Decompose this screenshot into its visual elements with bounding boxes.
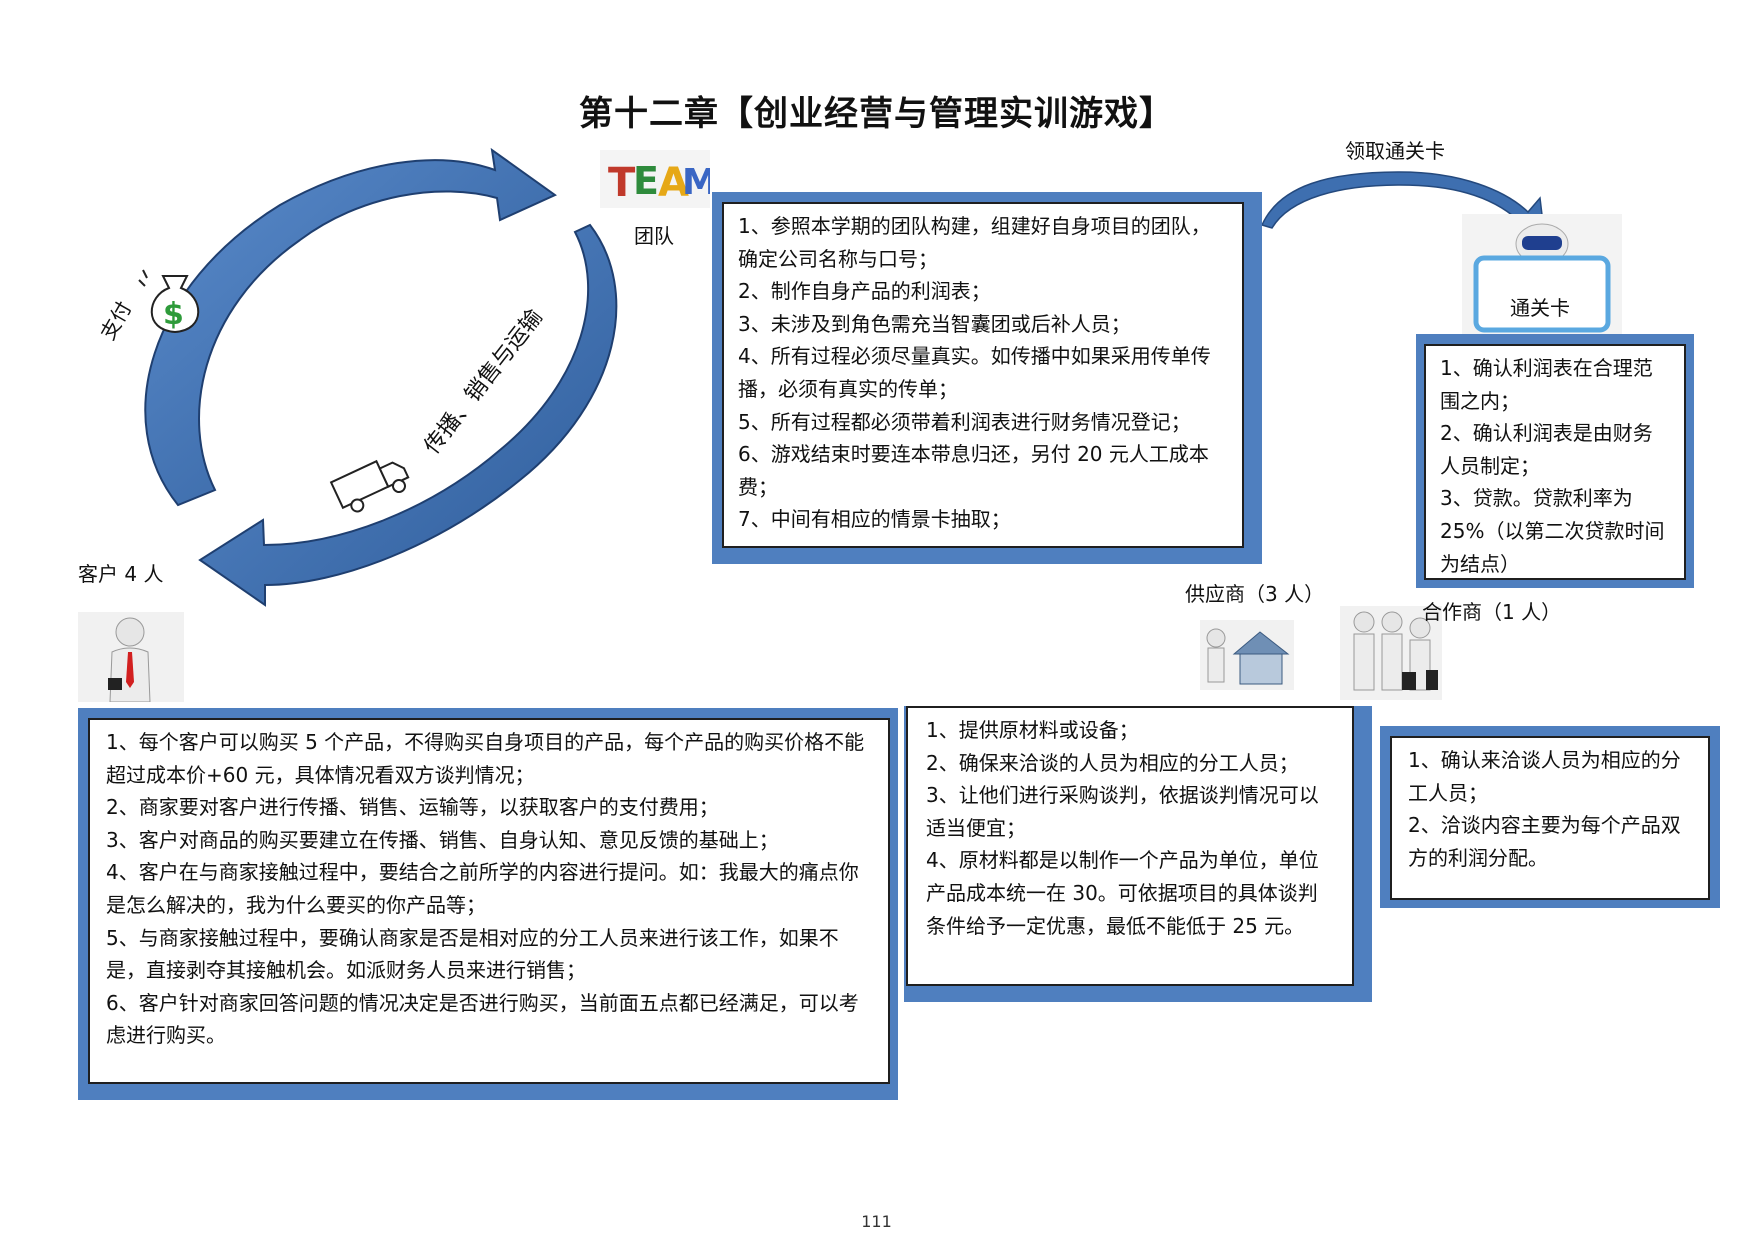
team-rules-box: 1、参照本学期的团队构建，组建好自身项目的团队，确定公司名称与口号； 2、制作自…: [722, 202, 1244, 548]
pass-rule-item: 1、确认利润表在合理范围之内；: [1440, 356, 1653, 413]
customer-rule-item: 3、客户对商品的购买要建立在传播、销售、自身认知、意见反馈的基础上；: [106, 827, 779, 852]
svg-text:$: $: [163, 297, 184, 332]
supplier-rule-item: 4、原材料都是以制作一个产品为单位，单位产品成本统一在 30。可依据项目的具体谈…: [926, 848, 1319, 938]
team-rule-item: 3、未涉及到角色需充当智囊团或后补人员；: [738, 311, 1131, 336]
supplier-rule-item: 1、提供原材料或设备；: [926, 718, 1139, 742]
supplier-rules-panel: 1、提供原材料或设备； 2、确保来洽谈的人员为相应的分工人员； 3、让他们进行采…: [904, 706, 1372, 1002]
pass-rules-panel: 1、确认利润表在合理范围之内； 2、确认利润表是由财务人员制定； 3、贷款。贷款…: [1416, 334, 1694, 588]
partner-rules-box: 1、确认来洽谈人员为相应的分工人员； 2、洽谈内容主要为每个产品双方的利润分配。: [1390, 736, 1710, 900]
customer-rules-panel: 1、每个客户可以购买 5 个产品，不得购买自身项目的产品，每个产品的购买价格不能…: [78, 708, 898, 1100]
supplier-rule-item: 3、让他们进行采购谈判，依据谈判情况可以适当便宜；: [926, 783, 1319, 840]
customer-rule-item: 6、客户针对商家回答问题的情况决定是否进行购买，当前面五点都已经满足，可以考虑进…: [106, 990, 859, 1048]
supplier-rules-box: 1、提供原材料或设备； 2、确保来洽谈的人员为相应的分工人员； 3、让他们进行采…: [906, 706, 1354, 986]
page-title: 第十二章【创业经营与管理实训游戏】: [579, 94, 1174, 134]
businessman-icon: [108, 617, 151, 703]
team-rule-item: 1、参照本学期的团队构建，组建好自身项目的团队，确定公司名称与口号；: [738, 214, 1211, 271]
team-letters-icon: T E A M: [608, 159, 718, 206]
customer-rule-item: 4、客户在与商家接触过程中，要结合之前所学的内容进行提问。如：我最大的痛点你是怎…: [106, 860, 859, 917]
pass-card-label: 通关卡: [1510, 296, 1570, 320]
partner-figure-box: [1340, 606, 1442, 700]
pass-rule-item: 2、确认利润表是由财务人员制定；: [1440, 421, 1653, 478]
team-label: 团队: [634, 224, 674, 248]
partner-label: 合作商（1 人）: [1422, 600, 1562, 624]
supplier-label: 供应商（3 人）: [1185, 582, 1325, 606]
truck-icon: [329, 459, 410, 513]
get-pass-label: 领取通关卡: [1345, 139, 1445, 163]
team-rule-item: 2、制作自身产品的利润表；: [738, 279, 991, 304]
page-number: 111: [861, 1212, 892, 1231]
team-rule-item: 6、游戏结束时要连本带息归还，另付 20 元人工成本费；: [738, 442, 1209, 499]
customer-rule-item: 5、与商家接触过程中，要确认商家是否是相对应的分工人员来进行该工作，如果不是，直…: [106, 925, 839, 983]
team-rule-item: 7、中间有相应的情景卡抽取；: [738, 507, 1011, 532]
pass-card-figure: [1462, 214, 1622, 334]
team-rule-item: 4、所有过程必须尽量真实。如传播中如果采用传单传播，必须有真实的传单；: [738, 344, 1211, 401]
partner-rule-item: 1、确认来洽谈人员为相应的分工人员；: [1408, 748, 1681, 805]
house-deal-icon: [1206, 628, 1290, 685]
customer-figure-box: [78, 612, 184, 703]
team-logo-box: T E A M: [600, 150, 718, 208]
team-letter-a: A: [658, 160, 689, 206]
customer-rule-item: 1、每个客户可以购买 5 个产品，不得购买自身项目的产品，每个产品的购买价格不能…: [106, 730, 865, 787]
customer-rule-item: 2、商家要对客户进行传播、销售、运输等，以获取客户的支付费用；: [106, 795, 719, 820]
handshake-icon: [1353, 611, 1438, 691]
team-letter-e: E: [633, 159, 659, 203]
team-rules-panel: 1、参照本学期的团队构建，组建好自身项目的团队，确定公司名称与口号； 2、制作自…: [712, 192, 1262, 564]
team-letter-t: T: [608, 160, 636, 206]
partner-rules-panel: 1、确认来洽谈人员为相应的分工人员； 2、洽谈内容主要为每个产品双方的利润分配。: [1380, 726, 1720, 908]
pass-rules-box: 1、确认利润表在合理范围之内； 2、确认利润表是由财务人员制定； 3、贷款。贷款…: [1424, 344, 1686, 580]
customer-label: 客户 4 人: [78, 562, 164, 586]
bottom-arc-arrow: [198, 223, 618, 607]
partner-rule-item: 2、洽谈内容主要为每个产品双方的利润分配。: [1408, 813, 1681, 870]
customer-rules-box: 1、每个客户可以购买 5 个产品，不得购买自身项目的产品，每个产品的购买价格不能…: [88, 718, 890, 1084]
team-rule-item: 5、所有过程都必须带着利润表进行财务情况登记；: [738, 409, 1191, 434]
supplier-rule-item: 2、确保来洽谈的人员为相应的分工人员；: [926, 750, 1299, 775]
supplier-figure-box: [1200, 620, 1294, 690]
team-letter-m: M: [682, 162, 710, 203]
money-bag-icon: $: [138, 269, 200, 334]
robot-holding-card-icon: [1473, 223, 1611, 333]
pass-rule-item: 3、贷款。贷款利率为 25%（以第二次贷款时间为结点）: [1440, 486, 1665, 576]
